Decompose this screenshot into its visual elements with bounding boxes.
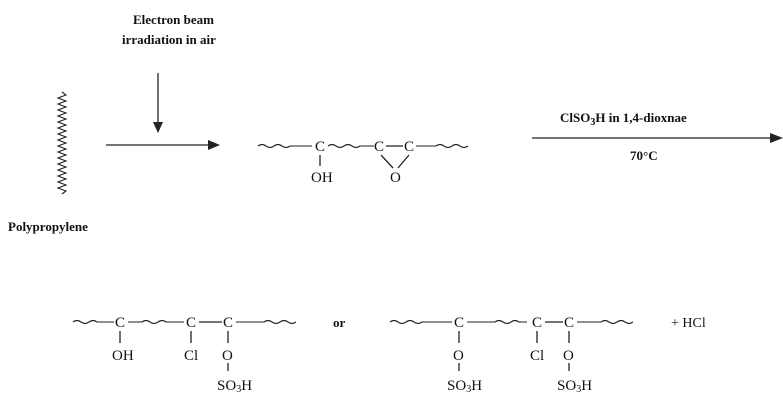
beam-label-line1: Electron beam: [133, 12, 214, 27]
product1-so3h: SO3H: [217, 378, 252, 395]
epoxide-bond-right: [397, 154, 410, 169]
hcl-byproduct: + HCl: [671, 316, 706, 331]
product1-c2: C: [186, 315, 196, 331]
intermediate-c2: C: [374, 139, 384, 155]
irradiation-arrowhead: [208, 140, 220, 150]
product2-so3h-b: SO3H: [557, 378, 592, 395]
polypropylene-chain-icon: [56, 91, 68, 195]
product2-cl: Cl: [530, 348, 544, 364]
product2-o1: O: [453, 348, 464, 364]
beam-label-line2: irradiation in air: [122, 32, 216, 47]
sulfonation-arrowhead: [770, 133, 783, 143]
beam-arrowhead: [153, 122, 163, 133]
or-label: or: [333, 315, 346, 330]
product1-chain-left: [72, 319, 114, 325]
intermediate-chain-right: [416, 143, 469, 149]
product2-c1: C: [454, 315, 464, 331]
product2-chain-mid: [467, 319, 527, 325]
product2-so3h-a: SO3H: [447, 378, 482, 395]
product2-o2: O: [563, 348, 574, 364]
product2-c3: C: [564, 315, 574, 331]
temperature-label: 70°C: [630, 148, 658, 163]
product1-chain-mid: [128, 319, 184, 325]
polypropylene-label: Polypropylene: [8, 219, 88, 234]
product1-oh: OH: [112, 348, 134, 364]
product1-chain-right: [236, 319, 297, 325]
epoxide-bond-left: [380, 154, 394, 169]
epoxide-oxygen: O: [390, 170, 401, 186]
product1-c1: C: [115, 315, 125, 331]
product2-chain-left: [389, 319, 452, 325]
intermediate-oh: OH: [311, 170, 333, 186]
intermediate-chain-left: [257, 143, 312, 149]
product1-c3: C: [223, 315, 233, 331]
product2-c2: C: [532, 315, 542, 331]
reagent-label: ClSO3H in 1,4-dioxnae: [560, 110, 687, 128]
intermediate-c3: C: [404, 139, 414, 155]
product1-cl: Cl: [184, 348, 198, 364]
product1-o: O: [222, 348, 233, 364]
intermediate-chain-mid: [327, 143, 374, 149]
product2-chain-right: [577, 319, 634, 325]
intermediate-c1: C: [315, 139, 325, 155]
